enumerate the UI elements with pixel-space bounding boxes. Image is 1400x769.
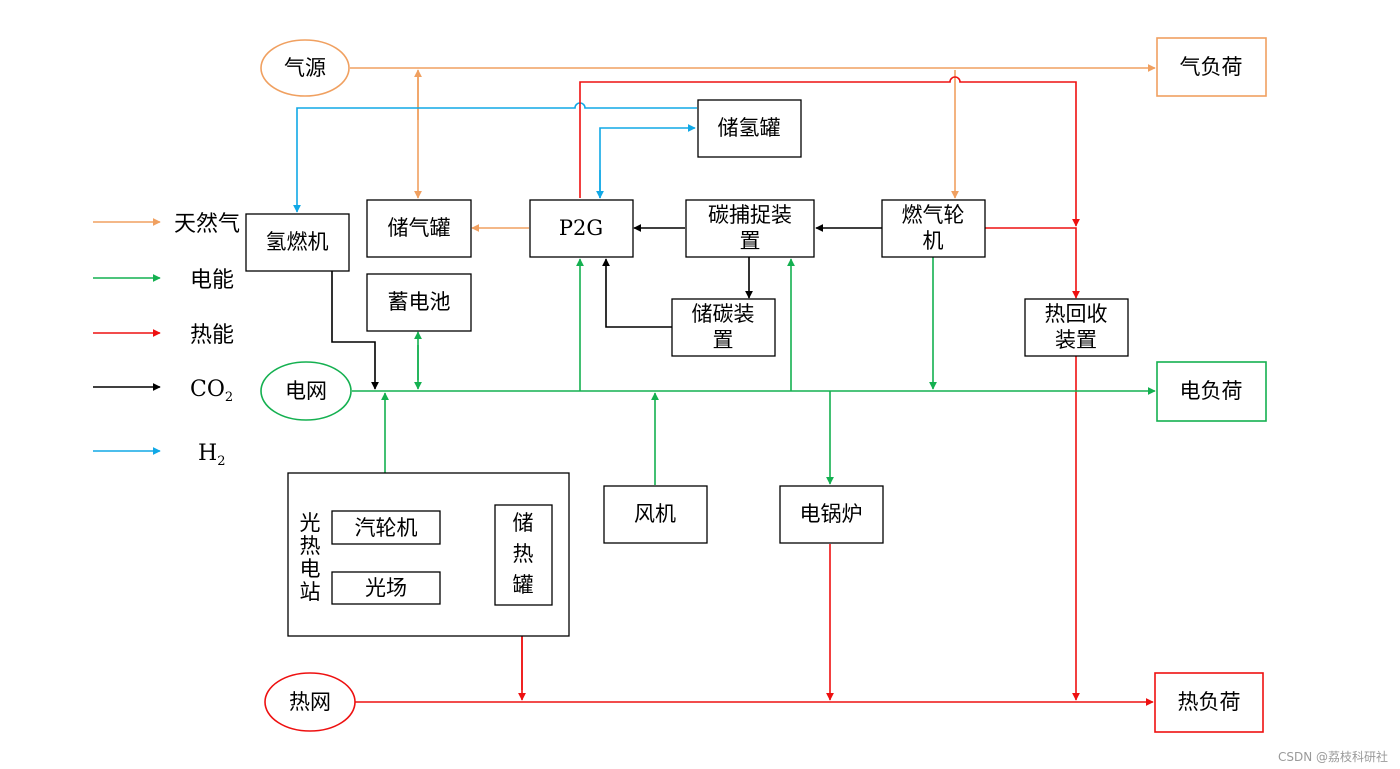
storage-to-p2g bbox=[602, 258, 672, 328]
svg-text:P2G: P2G bbox=[559, 216, 603, 240]
gas-turbine-node: 燃气轮 机 bbox=[881, 199, 986, 258]
svg-text:CO2: CO2 bbox=[190, 377, 233, 405]
h2-flows bbox=[293, 102, 697, 213]
turbine-heat-line bbox=[985, 227, 1080, 299]
svg-text:热回收: 热回收 bbox=[1045, 302, 1108, 326]
legend-item-heat: 热能 bbox=[93, 323, 234, 348]
svg-text:蓄电池: 蓄电池 bbox=[388, 290, 451, 314]
watermark: CSDN @荔枝科研社 bbox=[1278, 749, 1388, 764]
svg-text:储: 储 bbox=[513, 511, 534, 535]
svg-text:热网: 热网 bbox=[289, 690, 331, 714]
gas-source-node: 气源 bbox=[260, 39, 350, 97]
svg-text:光: 光 bbox=[300, 511, 321, 535]
gas-tank-node: 储气罐 bbox=[366, 199, 472, 258]
p2g-heat-line bbox=[579, 76, 1080, 227]
legend-co2-subscript: 2 bbox=[225, 390, 233, 405]
gas-flows bbox=[350, 64, 1156, 232]
battery-node: 蓄电池 bbox=[366, 273, 472, 332]
svg-text:气负荷: 气负荷 bbox=[1180, 55, 1243, 79]
svg-text:机: 机 bbox=[923, 229, 944, 253]
carbon-storage-node: 储碳装 置 bbox=[671, 298, 776, 357]
legend-item-gas: 天然气 bbox=[93, 212, 240, 237]
legend-item-co2: CO2 bbox=[93, 377, 233, 405]
svg-text:储碳装: 储碳装 bbox=[692, 302, 755, 326]
svg-text:氢燃机: 氢燃机 bbox=[266, 230, 329, 254]
svg-text:气源: 气源 bbox=[284, 56, 326, 80]
svg-text:汽轮机: 汽轮机 bbox=[355, 516, 418, 540]
svg-text:储气罐: 储气罐 bbox=[388, 216, 451, 240]
h2-tank-node: 储氢罐 bbox=[697, 99, 802, 158]
solar-field-node: 光场 bbox=[331, 571, 441, 605]
svg-text:电锅炉: 电锅炉 bbox=[800, 502, 863, 526]
legend-item-electric: 电能 bbox=[93, 268, 234, 293]
svg-text:罐: 罐 bbox=[513, 573, 534, 597]
elec-load-node: 电负荷 bbox=[1156, 361, 1267, 422]
co2-flows bbox=[331, 224, 882, 390]
svg-text:热能: 热能 bbox=[190, 323, 234, 348]
svg-text:置: 置 bbox=[713, 328, 734, 352]
svg-text:电: 电 bbox=[300, 557, 321, 581]
legend-item-h2: H2 bbox=[93, 441, 225, 469]
svg-text:光场: 光场 bbox=[365, 576, 407, 600]
svg-text:装置: 装置 bbox=[1055, 328, 1097, 352]
electric-boiler-node: 电锅炉 bbox=[779, 485, 884, 544]
legend-h2-base: H bbox=[198, 441, 217, 466]
svg-text:天然气: 天然气 bbox=[174, 212, 240, 237]
heat-recovery-node: 热回收 装置 bbox=[1024, 298, 1129, 357]
svg-text:电能: 电能 bbox=[190, 268, 234, 293]
legend-h2-subscript: 2 bbox=[217, 454, 225, 469]
h2-tank-to-engine bbox=[293, 102, 697, 213]
steam-turbine-node: 汽轮机 bbox=[331, 510, 441, 545]
svg-text:热: 热 bbox=[300, 534, 321, 558]
svg-text:储氢罐: 储氢罐 bbox=[718, 116, 781, 140]
p2g-node: P2G bbox=[529, 199, 634, 258]
svg-text:电网: 电网 bbox=[285, 379, 327, 403]
gas-load-node: 气负荷 bbox=[1156, 37, 1267, 97]
svg-text:碳捕捉装: 碳捕捉装 bbox=[708, 203, 792, 227]
heat-load-node: 热负荷 bbox=[1154, 672, 1264, 733]
svg-text:置: 置 bbox=[740, 229, 761, 253]
wind-turbine-node: 风机 bbox=[603, 485, 708, 544]
h2-tank-to-p2g bbox=[599, 124, 696, 198]
legend-co2-base: CO bbox=[190, 377, 225, 402]
engine-to-grid-co2 bbox=[331, 271, 379, 390]
legend: 天然气 电能 热能 CO2 H2 bbox=[93, 212, 240, 469]
heat-net-node: 热网 bbox=[264, 672, 356, 732]
svg-text:H2: H2 bbox=[198, 441, 225, 469]
h2-engine-node: 氢燃机 bbox=[245, 213, 350, 272]
svg-text:站: 站 bbox=[300, 580, 321, 604]
heat-storage-node: 储 热 罐 bbox=[494, 504, 553, 606]
svg-text:风机: 风机 bbox=[634, 502, 676, 526]
svg-text:燃气轮: 燃气轮 bbox=[902, 203, 965, 227]
svg-text:热负荷: 热负荷 bbox=[1178, 690, 1241, 714]
svg-text:电负荷: 电负荷 bbox=[1180, 379, 1243, 403]
grid-node: 电网 bbox=[260, 361, 352, 421]
svg-text:热: 热 bbox=[513, 542, 534, 566]
carbon-capture-node: 碳捕捉装 置 bbox=[685, 199, 815, 258]
